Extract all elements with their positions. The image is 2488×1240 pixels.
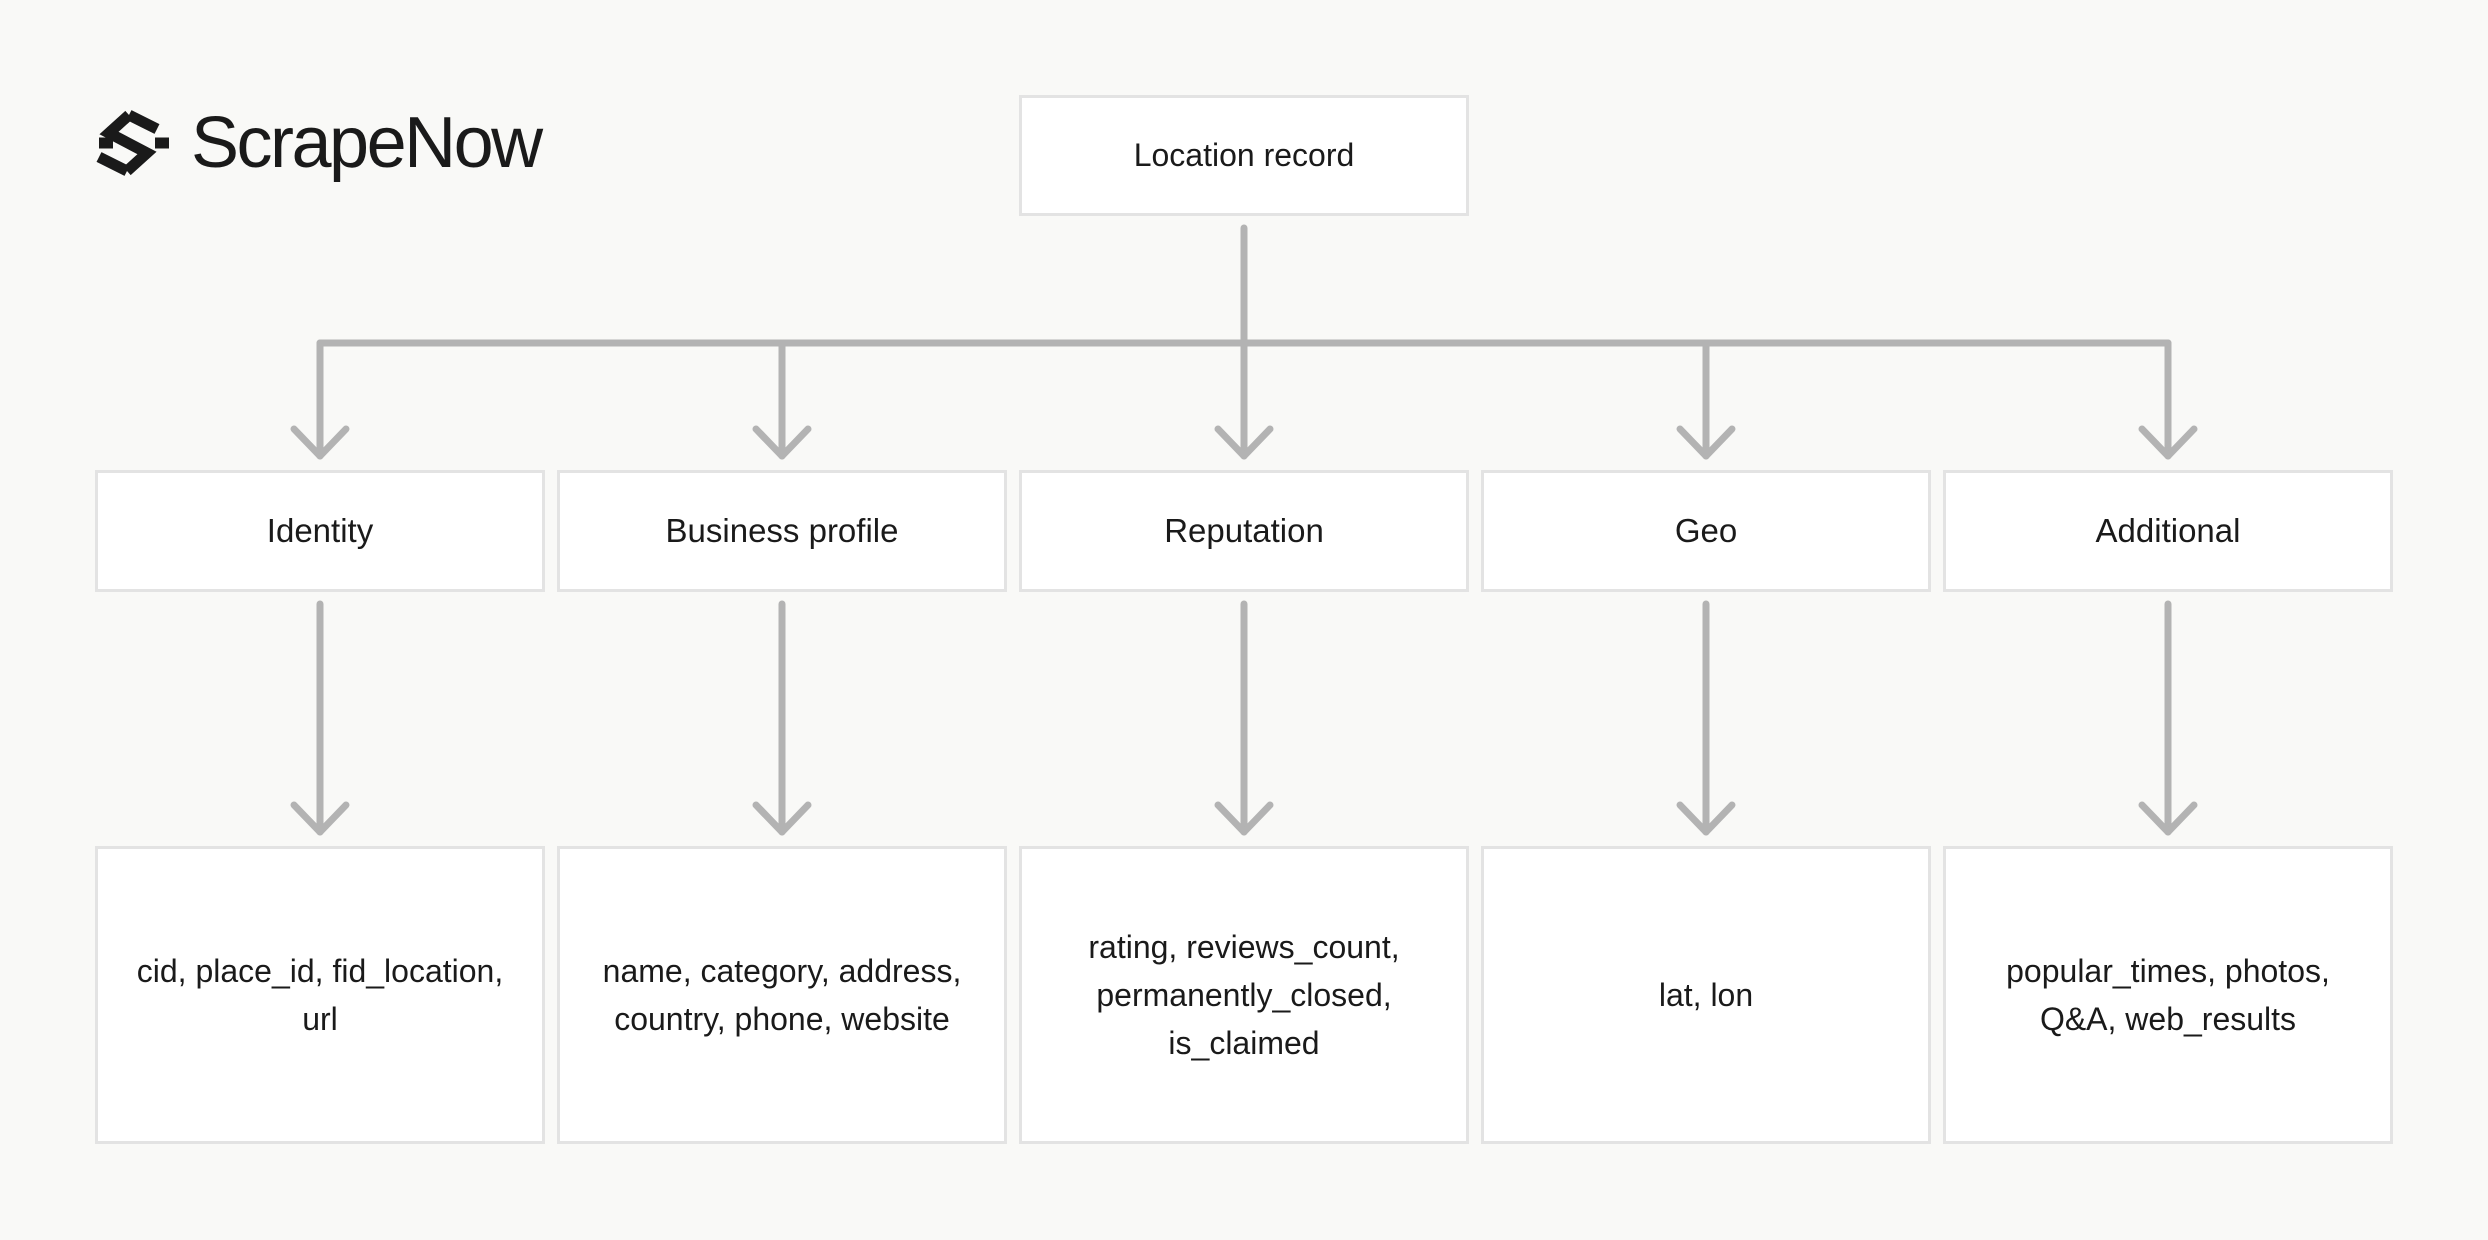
field-list: lat, lon [1658,977,1754,1013]
node-label: Business profile [665,512,899,549]
arrowhead-geo [1676,425,1736,460]
node-reputation-fields: rating, reviews_count, permanently_close… [1019,846,1469,1144]
root-to-categories-arrows [290,339,2198,460]
arrowhead-reputation [1214,425,1274,460]
node-reputation: Reputation [1019,470,1469,592]
arrowhead-identity-fields [290,801,350,836]
node-identity-fields: cid, place_id, fid_location, url [95,846,545,1144]
node-business-profile: Business profile [557,470,1007,592]
node-identity: Identity [95,470,545,592]
node-label: Additional [2095,512,2241,549]
node-label: Location record [1133,137,1355,173]
node-location-record: Location record [1019,95,1469,216]
arrowhead-additional-fields [2138,801,2198,836]
brand-name: ScrapeNow [191,103,543,183]
arrowhead-business-profile-fields [752,801,812,836]
scrapenow-logo-icon [96,110,169,176]
arrowhead-geo-fields [1676,801,1736,836]
node-business-profile-fields: name, category, address, country, phone,… [557,846,1007,1144]
node-label: Reputation [1164,512,1324,549]
node-geo: Geo [1481,470,1931,592]
field-list: popular_times, photos, Q&A, web_results [2006,953,2330,1037]
brand-logo: ScrapeNow [95,103,543,183]
arrowhead-reputation-fields [1214,801,1274,836]
node-additional: Additional [1943,470,2393,592]
arrowhead-identity [290,425,350,460]
arrowhead-business-profile [752,425,812,460]
node-additional-fields: popular_times, photos, Q&A, web_results [1943,846,2393,1144]
categories-to-fields-arrows [290,600,2198,836]
node-geo-fields: lat, lon [1481,846,1931,1144]
field-list: rating, reviews_count, permanently_close… [1088,929,1400,1061]
arrowhead-additional [2138,425,2198,460]
field-list: name, category, address, country, phone,… [602,953,962,1037]
node-label: Geo [1674,512,1738,549]
field-list: cid, place_id, fid_location, url [136,953,504,1037]
node-label: Identity [266,512,374,549]
